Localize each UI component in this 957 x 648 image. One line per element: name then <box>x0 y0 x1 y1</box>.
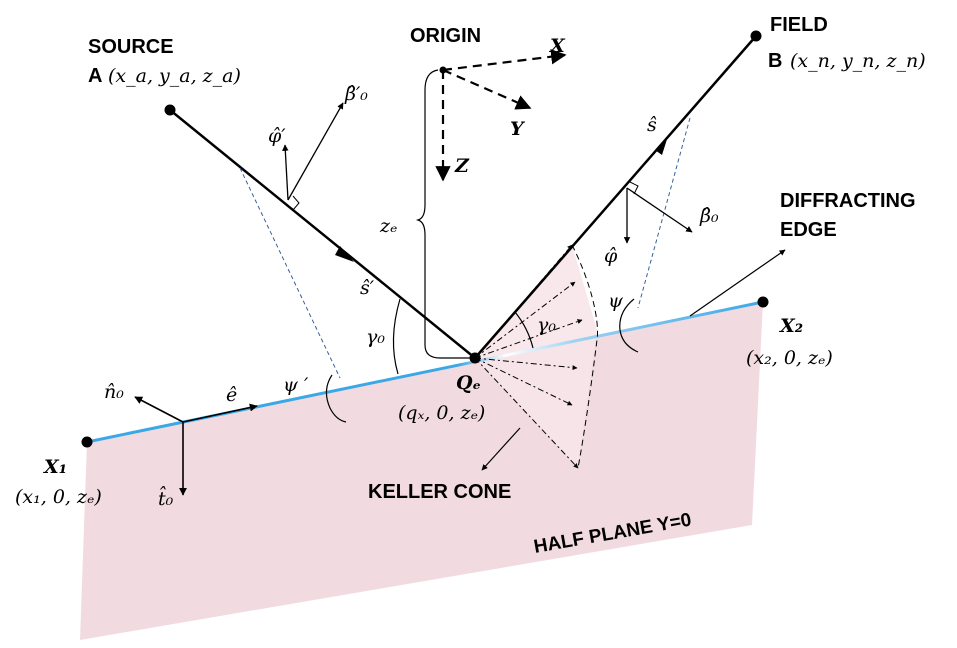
field-point-label: B <box>768 50 782 72</box>
x2-coords: (x₂, 0, zₑ) <box>746 347 833 369</box>
diffracted-ray-arrow <box>655 136 668 155</box>
field-coords: (x_n, y_n, z_n) <box>790 50 926 72</box>
beta0-prime-symbol: β̂′₀ <box>344 83 368 105</box>
half-plane <box>80 302 763 640</box>
gamma0-right-arc <box>514 311 534 349</box>
gamma0-right-symbol: γ₀ <box>537 314 556 336</box>
psi-arc <box>619 298 639 353</box>
incident-ray <box>169 109 476 359</box>
source-point-label: A <box>88 65 102 87</box>
keller-cone <box>475 245 597 468</box>
gamma0-left-symbol: γ₀ <box>366 326 385 348</box>
diffracting-label-line2: EDGE <box>780 219 837 241</box>
psi-prime-arc <box>325 374 347 423</box>
psi-prime-symbol: ψ ′ <box>283 374 309 396</box>
qe-symbol: Qₑ <box>456 372 481 394</box>
axis-x-label: X <box>549 35 566 57</box>
keller-cone-rays <box>474 244 598 469</box>
axis-y-line <box>442 68 532 110</box>
s-hat-symbol: ŝ <box>647 114 657 136</box>
t0-symbol: t̂₀ <box>158 485 174 510</box>
x2-symbol: X₂ <box>779 315 803 337</box>
axis-z-label: Z <box>454 155 470 177</box>
incident-guide-dashed <box>239 167 341 379</box>
s-prime-symbol: ŝ′ <box>360 277 375 299</box>
source-label: SOURCE <box>88 36 174 58</box>
keller-cone-pointer <box>481 427 521 471</box>
point-x2 <box>757 296 769 308</box>
ze-symbol: zₑ <box>379 215 397 237</box>
source-coords: (x_a, y_a, z_a) <box>108 65 241 87</box>
n0-vector <box>134 396 184 423</box>
incident-right-angle <box>292 195 300 211</box>
beta0-symbol: β̂₀ <box>699 205 719 227</box>
diffracting-label-line1: DIFFRACTING <box>780 190 916 212</box>
field-point-b <box>750 30 762 42</box>
e-hat-symbol: ê <box>226 384 237 406</box>
incident-ray-arrow <box>335 246 354 262</box>
beta0-prime-vector <box>287 102 344 201</box>
keller-cone-label: KELLER CONE <box>368 481 511 503</box>
axis-x-line <box>442 49 567 72</box>
field-right-angle <box>629 181 639 195</box>
point-x1 <box>81 436 93 448</box>
ze-brace <box>415 69 475 359</box>
field-label: FIELD <box>770 14 828 36</box>
x1-coords: (x₁, 0, zₑ) <box>15 486 102 508</box>
gamma0-left-arc <box>392 298 401 375</box>
phi-prime-vector <box>282 144 289 201</box>
source-point-a <box>164 104 176 116</box>
diffracting-edge-pointer <box>689 249 786 317</box>
n0-symbol: n̂₀ <box>104 381 124 403</box>
diffracted-ray <box>474 35 757 359</box>
x1-symbol: X₁ <box>43 456 67 478</box>
psi-symbol: ψ <box>608 290 624 312</box>
origin-label: ORIGIN <box>410 25 481 47</box>
phi-prime-symbol: φ̂′ <box>268 125 286 147</box>
qe-coords: (qₓ, 0, zₑ) <box>398 402 485 424</box>
axis-y-label: Y <box>510 118 526 140</box>
beta0-vector <box>626 187 693 233</box>
e-hat-vector <box>182 403 258 423</box>
phi-hat-symbol: φ̂ <box>604 245 618 267</box>
